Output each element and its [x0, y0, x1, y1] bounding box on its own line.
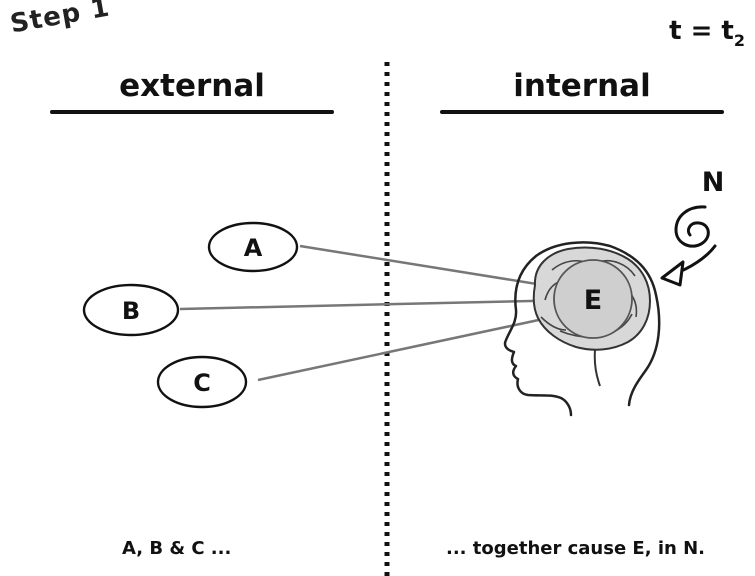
brainstem	[593, 349, 601, 387]
connection-b-e	[179, 298, 576, 311]
arrowhead-icon	[660, 260, 685, 287]
brain-fold-7	[540, 316, 567, 331]
external-title: external	[119, 68, 265, 104]
node-e-circle	[553, 259, 633, 339]
node-b-ellipse	[82, 283, 180, 337]
node-c-ellipse	[156, 355, 248, 409]
caption-left: A, B & C ...	[122, 538, 232, 559]
time-subscript: 2	[733, 31, 745, 50]
swirl-path	[674, 205, 710, 248]
node-n-label: N	[702, 167, 725, 198]
connection-c-e	[257, 310, 577, 382]
node-a-ellipse	[207, 221, 299, 273]
node-c-label: C	[193, 369, 211, 397]
internal-title: internal	[513, 68, 651, 104]
node-b-label: B	[122, 297, 140, 325]
node-a-label: A	[244, 234, 263, 262]
caption-right: ... together cause E, in N.	[446, 538, 705, 559]
node-e-label: E	[584, 285, 602, 316]
time-label: t = t2	[669, 16, 745, 50]
connection-a-e	[299, 244, 575, 292]
head-silhouette	[503, 241, 661, 417]
time-prefix: t = t	[669, 16, 734, 46]
